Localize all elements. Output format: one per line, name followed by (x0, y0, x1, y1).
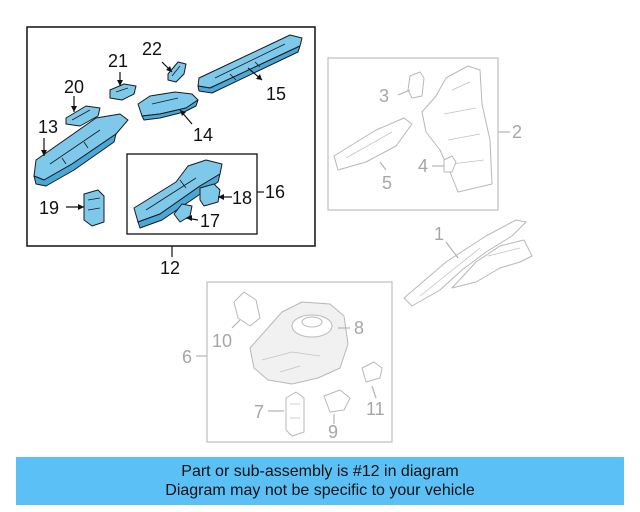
assembly-12-frame (26, 26, 316, 247)
info-banner: Part or sub-assembly is #12 in diagram D… (16, 457, 624, 505)
callout-12: 12 (160, 258, 180, 278)
part-5-brace[interactable] (333, 117, 413, 171)
part-15-rail[interactable] (197, 34, 303, 94)
callout-22: 22 (142, 39, 162, 59)
callout-19: 19 (39, 198, 59, 218)
callout-8: 8 (354, 318, 364, 338)
callout-10: 10 (212, 331, 232, 351)
part-8-strut-tower[interactable] (249, 301, 349, 385)
callout-5: 5 (382, 173, 392, 193)
part-16-member[interactable] (133, 159, 223, 229)
part-3-bracket[interactable] (407, 71, 425, 99)
callout-20: 20 (64, 77, 84, 97)
callout-18: 18 (232, 188, 252, 208)
part-1-fender[interactable] (403, 219, 533, 307)
assembly-6-frame (206, 281, 393, 443)
callout-4: 4 (418, 156, 428, 176)
part-22-bracket[interactable] (167, 61, 187, 83)
callout-21: 21 (108, 51, 128, 71)
part-18-bracket[interactable] (199, 183, 221, 207)
callout-16: 16 (265, 182, 285, 202)
callout-1: 1 (434, 224, 444, 244)
part-13-side-member[interactable] (33, 113, 129, 187)
callout-9: 9 (328, 422, 338, 442)
part-11-bracket[interactable] (361, 361, 383, 383)
part-14-extension[interactable] (137, 91, 199, 121)
callout-13: 13 (38, 117, 58, 137)
parts-diagram: 22 21 15 20 13 14 19 18 16 17 12 3 2 4 5… (26, 26, 533, 443)
callout-2: 2 (512, 122, 522, 142)
banner-line-1: Part or sub-assembly is #12 in diagram (181, 463, 459, 480)
callout-6: 6 (182, 347, 192, 367)
part-10-bracket[interactable] (233, 291, 261, 327)
callout-11: 11 (366, 399, 385, 419)
part-2-apron[interactable] (421, 65, 493, 193)
part-4-bracket[interactable] (443, 155, 457, 173)
callout-15: 15 (266, 84, 286, 104)
part-9-bracket[interactable] (323, 389, 351, 413)
banner-line-2: Diagram may not be specific to your vehi… (165, 482, 475, 499)
part-21-bracket[interactable] (109, 83, 137, 101)
callout-3: 3 (379, 86, 389, 106)
part-20-bracket[interactable] (65, 105, 101, 127)
part-19-bracket[interactable] (83, 189, 105, 227)
callout-17: 17 (200, 211, 220, 231)
part-7-reinforcement[interactable] (285, 391, 305, 437)
callout-7: 7 (254, 402, 264, 422)
callout-14: 14 (193, 125, 213, 145)
subassembly-16-frame (126, 153, 258, 235)
assembly-2-frame (327, 57, 499, 211)
